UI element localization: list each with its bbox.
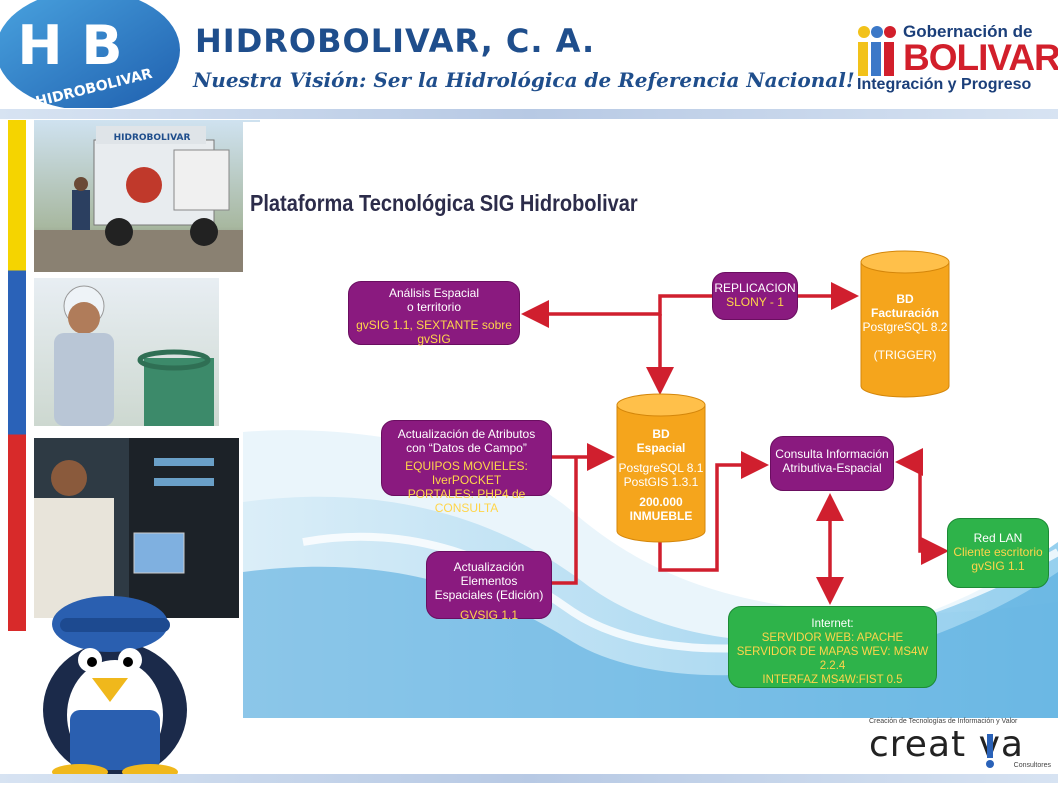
analisis-line2: o territorio (406, 300, 462, 314)
elementos-line2: Espaciales (Edición) (434, 588, 544, 602)
internet-line3: SERVIDOR DE MAPAS WEV: MS4W 2.2.4 (736, 646, 929, 672)
node-red-lan: Red LAN Cliente escritorio gvSIG 1.1 (947, 518, 1049, 588)
atributos-line3: EQUIPOS MOVIELES: IverPOCKET (405, 459, 528, 487)
espacial-line3: PostgreSQL 8.1 (618, 461, 704, 475)
atributos-line1: Actualización de Atributos (397, 427, 536, 441)
elementos-line3: GVSIG 1.1 (459, 608, 519, 622)
analisis-line3: gvSIG 1.1, SEXTANTE sobre gvSIG (356, 318, 512, 346)
facturacion-line4: (TRIGGER) (873, 348, 937, 362)
facturacion-line3: PostgreSQL 8.2 (862, 320, 948, 334)
redlan-line1: Red LAN (973, 531, 1023, 545)
redlan-line3: gvSIG 1.1 (971, 559, 1025, 573)
node-bd-facturacion: BD Facturación PostgreSQL 8.2 (TRIGGER) (860, 250, 950, 398)
penguin-mascot (20, 590, 220, 780)
creativa-i-icon (986, 734, 994, 768)
gobernacion-logo: Gobernación de BOLIVAR Integración y Pro… (855, 18, 1058, 96)
arrow-replicacion-to-analisis (521, 294, 712, 328)
gov-logo-line1: Gobernación de (903, 22, 1033, 41)
creativa-tagline: Creación de Tecnologías de Información y… (869, 718, 1018, 725)
internet-line2: SERVIDOR WEB: APACHE (761, 632, 904, 644)
creativa-wordmark: creat va (869, 724, 1024, 765)
node-bd-espacial: BD Espacial PostgreSQL 8.1 PostGIS 1.3.1… (616, 393, 706, 543)
photo-truck: HIDROBOLIVAR (34, 120, 260, 272)
truck-label: HIDROBOLIVAR (114, 133, 191, 143)
atributos-line4: PORTALES: PHP4 de CONSULTA (407, 487, 526, 515)
replicacion-line2: SLONY - 1 (726, 295, 784, 309)
espacial-line1: BD (652, 427, 670, 441)
elementos-line1: Actualización Elementos (453, 560, 525, 588)
creativa-logo: Creación de Tecnologías de Información y… (865, 716, 1055, 774)
node-actualizacion-elementos: Actualización Elementos Espaciales (Edic… (426, 551, 552, 622)
footer-divider (0, 774, 1058, 783)
consulta-line1: Consulta Información (775, 447, 889, 461)
facturacion-line2: Facturación (870, 306, 939, 320)
gov-logo-line3: Integración y Progreso (857, 76, 1032, 93)
arrow-elementos-to-espacial (552, 457, 578, 585)
photo-server-room (34, 438, 239, 618)
replicacion-line1: REPLICACION (714, 281, 796, 295)
analisis-line1: Análisis Espacial (388, 286, 480, 300)
hidrobolivar-logo: H B HIDROBOLIVAR (0, 0, 185, 110)
vision-statement: Nuestra Visión: Ser la Hidrológica de Re… (193, 68, 855, 92)
node-actualizacion-atributos: Actualización de Atributos con “Datos de… (381, 420, 552, 515)
redlan-line2: Cliente escritorio (953, 545, 1043, 559)
node-consulta: Consulta Información Atributiva-Espacial (770, 436, 894, 491)
gov-logo-line2: BOLIVAR (903, 37, 1058, 78)
node-replicacion: REPLICACION SLONY - 1 (712, 272, 798, 320)
consulta-line2: Atributiva-Espacial (782, 461, 882, 475)
internet-line4: INTERFAZ MS4W:FIST 0.5 (762, 674, 903, 686)
espacial-line6: INMUEBLE (629, 509, 693, 523)
facturacion-line1: BD (896, 292, 914, 306)
node-analisis-espacial: Análisis Espacial o territorio gvSIG 1.1… (348, 281, 520, 346)
espacial-line2: Espacial (636, 441, 686, 455)
node-internet: Internet: SERVIDOR WEB: APACHE SERVIDOR … (728, 606, 937, 688)
arrow-espacial-to-consulta (658, 451, 769, 572)
arrow-consulta-redlan (895, 448, 949, 565)
internet-line1: Internet: (811, 618, 854, 630)
flag-stripe (8, 120, 26, 775)
logo-letters: H B (17, 14, 122, 77)
org-title: HIDROBOLIVAR, C. A. (195, 22, 596, 60)
atributos-line2: con “Datos de Campo” (406, 441, 527, 455)
diagram-title: Plataforma Tecnológica SIG Hidrobolivar (250, 190, 638, 216)
espacial-line4: PostGIS 1.3.1 (623, 475, 699, 489)
creativa-sub: Consultores (1013, 762, 1051, 769)
espacial-line5: 200.000 (639, 495, 683, 509)
photo-worker-valve (34, 278, 219, 426)
header-divider (0, 109, 1058, 119)
